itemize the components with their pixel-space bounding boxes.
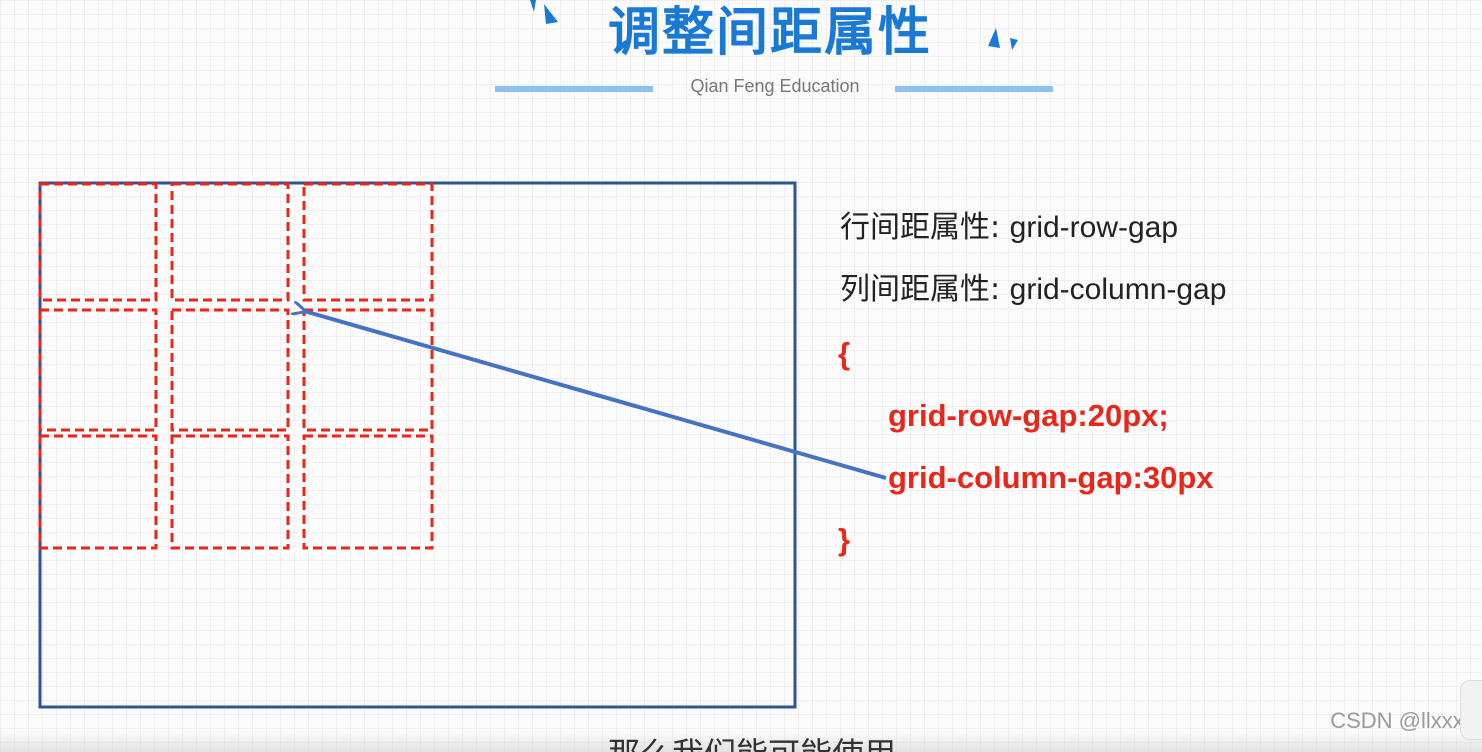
column-gap-label: 列间距属性: [840,272,1001,307]
pointer-arrow [304,311,887,480]
code-column-gap: grid-column-gap:30px [888,460,1214,495]
bottom-strip [0,732,1482,752]
row-gap-value: grid-row-gap [1009,211,1179,244]
page-title: 调整间距属性 [607,3,932,63]
grid-cell [38,308,158,432]
sparkle-right-icon [988,28,1018,50]
subtitle: Qian Feng Education [690,76,860,96]
sparkle-left-icon [530,0,558,24]
subtitle-rule-right [895,86,1053,92]
grid-cell [38,434,158,550]
grid-cell [38,182,158,302]
grid-cell [302,182,434,302]
subtitle-rule-left [495,86,653,92]
column-gap-value: grid-column-gap [1009,273,1227,306]
code-open-brace: { [838,336,851,371]
side-handle[interactable] [1460,680,1482,740]
grid-cell [302,434,434,550]
grid-cell [302,308,434,432]
grid-container [38,181,797,709]
grid-cell [170,308,290,432]
grid-cell [170,182,290,302]
row-gap-label: 行间距属性: [840,210,1001,245]
column-gap-property: 列间距属性: grid-column-gap [840,270,1226,310]
watermark: CSDN @llxxxh [1330,708,1476,733]
grid-cells [38,182,434,550]
code-row-gap: grid-row-gap:20px; [888,398,1169,433]
code-close-brace: } [838,522,851,557]
video-caption: 那么我们能可能使用 [608,736,896,752]
row-gap-property: 行间距属性: grid-row-gap [840,208,1178,248]
grid-cell [170,434,290,550]
